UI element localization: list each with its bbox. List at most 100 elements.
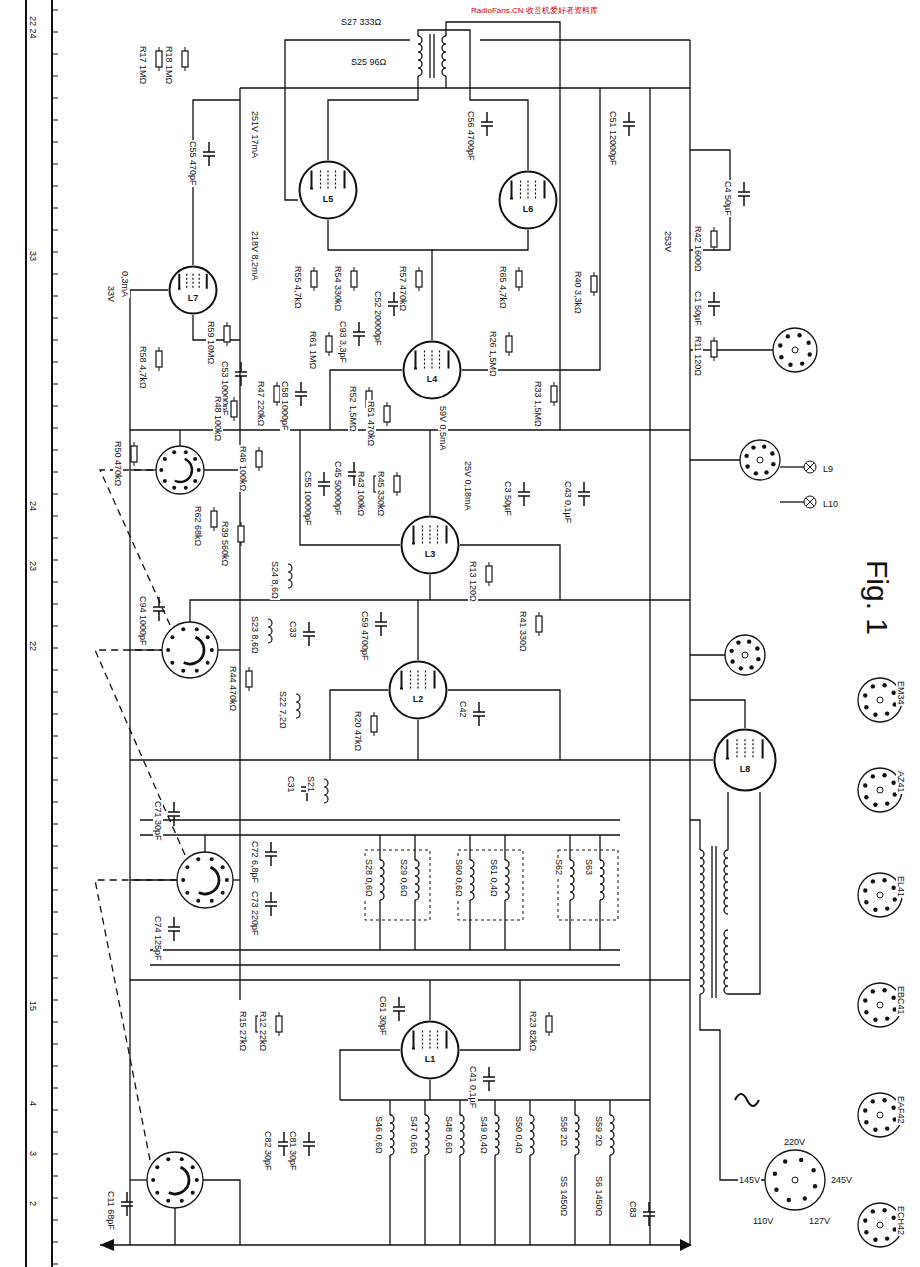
socket-pin (808, 352, 812, 356)
component-label: R59 10MΩ (206, 320, 216, 365)
label-anchor: R47 220kΩ (256, 380, 268, 427)
wire (414, 835, 415, 860)
label-anchor: R54 330kΩ (333, 265, 345, 312)
label-anchor: 24 (28, 500, 40, 512)
wafer-contact (181, 669, 185, 673)
tube-envelope (298, 160, 358, 220)
component-label: C93 3,3pF (338, 320, 348, 364)
capacitor-symbol (393, 997, 405, 1021)
wafer-contact (155, 1191, 159, 1195)
label-anchor: S63 (584, 858, 596, 876)
socket-pin (754, 471, 758, 475)
coil-symbol (425, 1115, 429, 1155)
component-label: R42 1600Ω (693, 225, 703, 273)
label-anchor: C55 470pF (188, 140, 200, 187)
label-anchor: 127V (808, 1214, 831, 1226)
scale-tick (52, 54, 58, 55)
socket-pin (863, 783, 867, 787)
label-anchor: S49 0,4Ω (479, 1115, 491, 1155)
coil-symbol (442, 36, 446, 76)
component-label: C73 220pF (250, 890, 260, 937)
component-label: S61 0,4Ω (489, 858, 499, 898)
component-label: C45 50000pF (333, 460, 343, 517)
component-symbol (738, 182, 750, 206)
socket-pin (799, 1158, 803, 1162)
resistor-symbol (224, 326, 230, 342)
wafer-ring (147, 1152, 203, 1208)
resistor-symbol (326, 336, 332, 352)
socket-pin (864, 1120, 868, 1124)
wire (574, 1100, 575, 1115)
tube-electrodes (178, 274, 207, 289)
label-anchor: R65 4,7kΩ (498, 265, 510, 310)
component-label: R11 120Ω (693, 335, 703, 377)
scale-tick (52, 648, 58, 649)
scale-tick (52, 1022, 58, 1023)
resistor-symbol (536, 616, 542, 632)
component-symbol (643, 1202, 655, 1226)
label-anchor: 15 (28, 1000, 40, 1012)
label-anchor: C56 4700pF (466, 110, 478, 162)
wire (480, 39, 690, 40)
scale-tick (52, 1264, 58, 1265)
component-label: C55 470pF (188, 140, 198, 187)
wafer-contact (206, 661, 210, 665)
socket-pin (771, 462, 775, 466)
tube-grids (411, 671, 426, 689)
scale-strip-line (51, 0, 53, 1267)
component-label: C83 (628, 1200, 638, 1219)
label-anchor: 110V (752, 1214, 774, 1226)
wire (150, 949, 620, 950)
wire (330, 690, 388, 760)
component-symbol (295, 382, 307, 406)
component-label: C52 20000pF (373, 290, 383, 347)
scale-tick (52, 516, 58, 517)
component-symbol (121, 1192, 133, 1216)
label-anchor: S46 0,6Ω (374, 1115, 386, 1155)
wire (433, 34, 434, 78)
label-anchor: 3 (28, 1150, 40, 1157)
socket-key (877, 892, 883, 898)
wire (599, 835, 600, 860)
label-anchor: EAF42 (896, 1095, 908, 1125)
wafer-contact (225, 878, 229, 882)
wire (389, 1155, 390, 1245)
label-anchor: R13 120Ω (468, 560, 480, 603)
resistor-symbol (551, 386, 557, 402)
scale-tick (52, 890, 58, 891)
wire (193, 100, 240, 265)
resistor-symbol (182, 51, 188, 67)
wafer-contact (180, 1157, 184, 1161)
component-label: R43 100kΩ (356, 470, 366, 517)
resistor-symbol (416, 271, 422, 287)
component-symbol (303, 1132, 315, 1156)
scale-tick (52, 1000, 58, 1001)
socket-pin (882, 683, 886, 687)
wire (418, 30, 528, 170)
label-anchor: S50 0,4Ω (514, 1115, 526, 1155)
scale-tick (52, 186, 58, 187)
scale-tick (52, 1176, 58, 1177)
label-anchor: 4 (28, 1100, 40, 1107)
tube: L4 (402, 340, 462, 400)
socket-pin (864, 1230, 868, 1234)
wire (300, 430, 400, 545)
wire (429, 1080, 430, 1100)
wafer-rotor (198, 866, 220, 896)
capacitor-symbol (168, 802, 180, 826)
scale-tick (52, 1110, 58, 1111)
component-label: EM34 (896, 680, 906, 706)
label-anchor: 23 (28, 560, 40, 572)
tube-label: L4 (402, 374, 462, 385)
resistor-symbol (486, 566, 492, 582)
resistor-symbol (351, 271, 357, 287)
component-label: S49 0,4Ω (479, 1115, 489, 1155)
wafer-contact (151, 1178, 155, 1182)
capacitor-symbol (265, 892, 277, 916)
component-label: R17 1MΩ (138, 45, 148, 85)
wafer-ring (162, 622, 218, 678)
component-label: 22 (28, 640, 38, 652)
label-anchor: R11 120Ω (693, 335, 705, 377)
scale-tick (52, 362, 58, 363)
socket-pin (756, 657, 760, 661)
